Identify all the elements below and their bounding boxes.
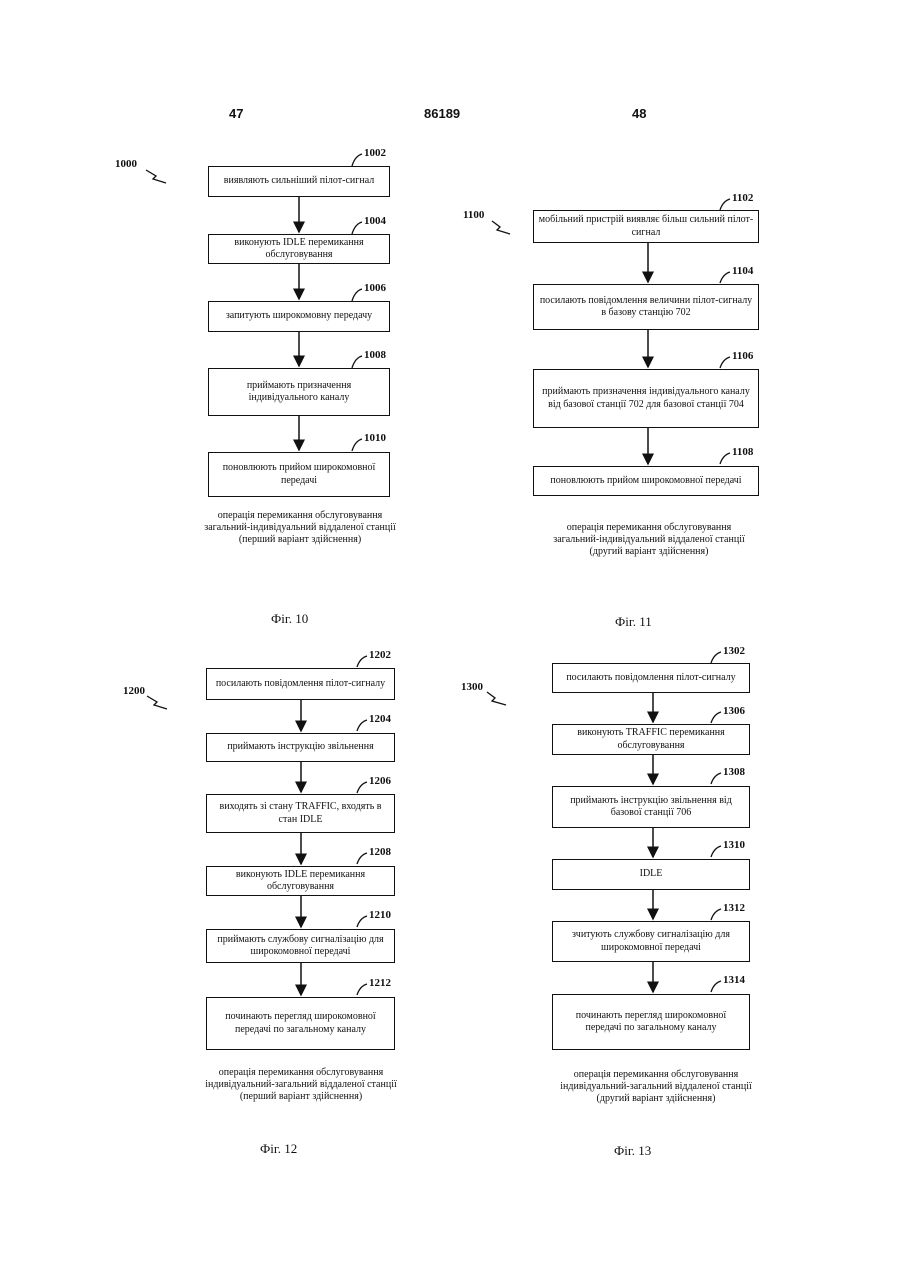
fig13-step6-box: починають перегляд широкомовної передачі… [552, 994, 750, 1050]
fig13-label: Фіг. 13 [614, 1143, 651, 1159]
fig12-step1-number: 1202 [369, 649, 391, 661]
fig10-step5-box: поновлюють прийом широкомовної передачі [208, 452, 390, 497]
fig10-step4-number: 1008 [364, 349, 386, 361]
fig13-step6-number: 1314 [723, 974, 745, 986]
fig11-id: 1100 [463, 209, 484, 221]
fig12-label: Фіг. 12 [260, 1141, 297, 1157]
fig10-caption-line1: операція перемикання обслуговування [175, 510, 425, 522]
fig13-caption-line1: операція перемикання обслуговування [526, 1069, 786, 1081]
fig12-caption: операція перемикання обслуговування інди… [176, 1067, 426, 1103]
fig12-step3-box: виходять зі стану TRAFFIC, входять в ста… [206, 794, 395, 833]
fig10-step3-box: запитують широкомовну передачу [208, 301, 390, 332]
fig13-step2-box: виконують TRAFFIC перемикання обслуговув… [552, 724, 750, 755]
fig13-step5-box: зчитують службову сигналізацію для широк… [552, 921, 750, 962]
fig11-step1-box: мобільний пристрій виявляє більш сильний… [533, 210, 759, 243]
fig13-id: 1300 [461, 681, 483, 693]
fig13-step1-number: 1302 [723, 645, 745, 657]
fig12-step5-number: 1210 [369, 909, 391, 921]
fig12-step4-number: 1208 [369, 846, 391, 858]
fig12-caption-line1: операція перемикання обслуговування [176, 1067, 426, 1079]
fig11-caption-line1: операція перемикання обслуговування [519, 522, 779, 534]
fig11-step1-number: 1102 [732, 192, 753, 204]
fig13-caption-line2: індивідуальний-загальний віддаленої стан… [526, 1081, 786, 1093]
fig13-step3-number: 1308 [723, 766, 745, 778]
fig13-caption: операція перемикання обслуговування інди… [526, 1069, 786, 1105]
fig12-step1-box: посилають повідомлення пілот-сигналу [206, 668, 395, 700]
fig13-step1-box: посилають повідомлення пілот-сигналу [552, 663, 750, 693]
fig12-caption-line3: (перший варіант здійснення) [176, 1091, 426, 1103]
fig12-caption-line2: індивідуальний-загальний віддаленої стан… [176, 1079, 426, 1091]
fig13-step2-number: 1306 [723, 705, 745, 717]
fig11-caption: операція перемикання обслуговування зага… [519, 522, 779, 558]
fig13-step3-box: приймають інструкцію звільнення від базо… [552, 786, 750, 828]
fig10-step4-box: приймають призначення індивідуального ка… [208, 368, 390, 416]
fig10-step2-number: 1004 [364, 215, 386, 227]
fig13-step5-number: 1312 [723, 902, 745, 914]
fig11-caption-line3: (другий варіант здійснення) [519, 546, 779, 558]
fig11-caption-line2: загальний-індивідуальний віддаленої стан… [519, 534, 779, 546]
fig12-step6-number: 1212 [369, 977, 391, 989]
fig10-caption-line3: (перший варіант здійснення) [175, 534, 425, 546]
fig10-caption: операція перемикання обслуговування зага… [175, 510, 425, 546]
fig10-step5-number: 1010 [364, 432, 386, 444]
fig11-step3-number: 1106 [732, 350, 753, 362]
fig10-step1-number: 1002 [364, 147, 386, 159]
fig12-step3-number: 1206 [369, 775, 391, 787]
fig11-step2-box: посилають повідомлення величини пілот-си… [533, 284, 759, 330]
fig12-step5-box: приймають службову сигналізацію для широ… [206, 929, 395, 963]
fig11-step3-box: приймають призначення індивідуального ка… [533, 369, 759, 428]
fig11-step4-number: 1108 [732, 446, 753, 458]
fig11-step4-box: поновлюють прийом широкомовної передачі [533, 466, 759, 496]
fig10-label: Фіг. 10 [271, 611, 308, 627]
fig12-id: 1200 [123, 685, 145, 697]
fig10-step3-number: 1006 [364, 282, 386, 294]
fig10-id: 1000 [115, 158, 137, 170]
fig11-step2-number: 1104 [732, 265, 753, 277]
fig12-step4-box: виконують IDLE перемикання обслуговуванн… [206, 866, 395, 896]
fig11-label: Фіг. 11 [615, 614, 652, 630]
fig10-caption-line2: загальний-індивідуальний віддаленої стан… [175, 522, 425, 534]
fig13-caption-line3: (другий варіант здійснення) [526, 1093, 786, 1105]
fig12-step2-box: приймають інструкцію звільнення [206, 733, 395, 762]
fig10-step2-box: виконують IDLE перемикання обслуговуванн… [208, 234, 390, 264]
fig13-step4-box: IDLE [552, 859, 750, 890]
fig10-step1-box: виявляють сильніший пілот-сигнал [208, 166, 390, 197]
fig12-step6-box: починають перегляд широкомовної передачі… [206, 997, 395, 1050]
fig12-step2-number: 1204 [369, 713, 391, 725]
fig13-step4-number: 1310 [723, 839, 745, 851]
